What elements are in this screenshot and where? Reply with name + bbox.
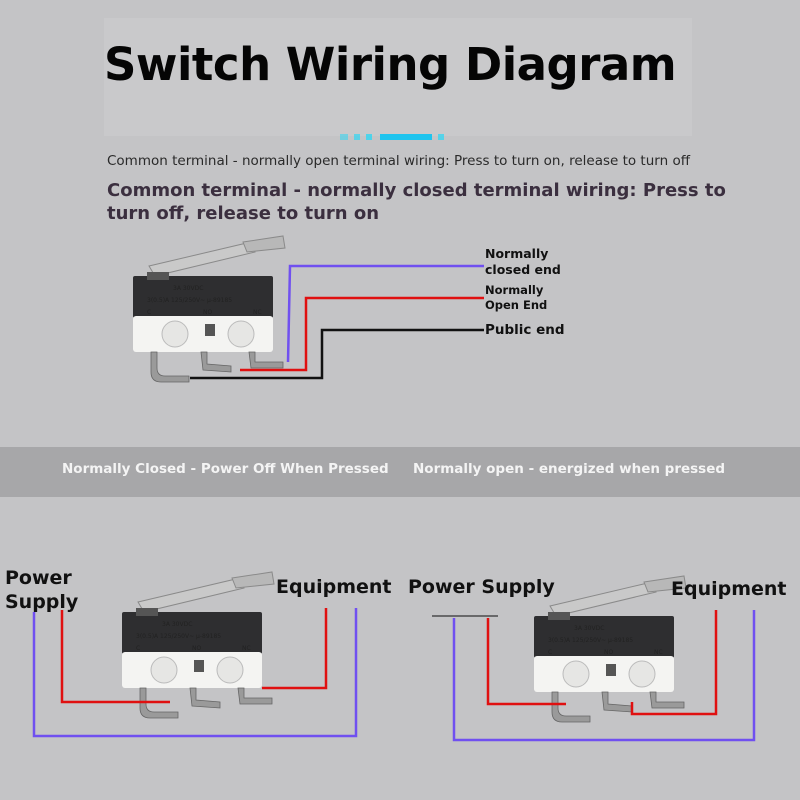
no-wiring-description: Common terminal - normally open terminal… bbox=[107, 153, 691, 169]
title-band bbox=[104, 18, 692, 136]
accent-bar bbox=[340, 134, 444, 140]
wire-public bbox=[190, 328, 484, 380]
left-power-supply-label: Power Supply bbox=[5, 567, 79, 613]
wire-right-blue-loop bbox=[452, 610, 756, 742]
wire-right-red-power bbox=[486, 618, 566, 706]
nc-wiring-description: Common terminal - normally closed termin… bbox=[107, 180, 726, 224]
band-right-caption: Normally open - energized when pressed bbox=[413, 461, 726, 477]
mode-band bbox=[0, 447, 800, 497]
wire-left-red-equipment bbox=[262, 608, 328, 690]
label-public: Public end bbox=[485, 322, 565, 338]
label-normally-open: Normally Open End bbox=[485, 283, 548, 312]
left-equipment-label: Equipment bbox=[276, 576, 392, 598]
microswitch-bottom-right bbox=[533, 575, 687, 723]
microswitch-top bbox=[132, 235, 286, 383]
wire-normally-closed bbox=[286, 264, 484, 363]
label-normally-closed: Normally closed end bbox=[485, 246, 561, 277]
right-power-supply-label: Power Supply bbox=[408, 576, 555, 598]
page-title: Switch Wiring Diagram bbox=[104, 38, 677, 91]
wire-left-red-power bbox=[60, 610, 170, 704]
wire-normally-open bbox=[240, 296, 484, 372]
band-left-caption: Normally Closed - Power Off When Pressed bbox=[62, 461, 389, 477]
right-equipment-label: Equipment bbox=[671, 578, 787, 600]
wire-right-red-equipment bbox=[630, 610, 718, 716]
microswitch-bottom-left bbox=[121, 571, 275, 719]
wire-left-blue-loop bbox=[32, 608, 358, 738]
